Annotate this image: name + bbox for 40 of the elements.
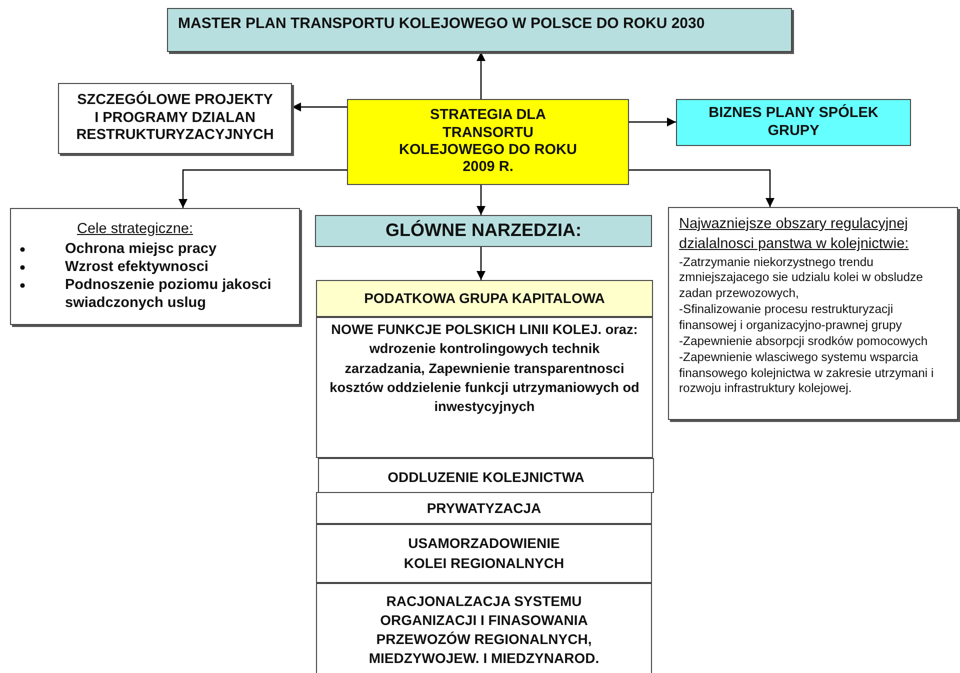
arrow [629, 118, 676, 126]
regulation-item: -Zatrzymanie niekorzystnego trendu zmniejszajacego sie udzialu kolei w obsludze zadan przewozowych, [679, 254, 924, 302]
tool-box [316, 524, 652, 583]
tools-header-box [315, 215, 652, 247]
box-label: NOWE FUNKCJE POLSKICH LINII KOLEJ. oraz: wdrozenie kontrolingowych technik zarzadzania, Zapewnienie transparentnosci kosztów oddzielenie funkcji utrzymaniowych od inwestycyjnych [329, 321, 640, 416]
box-label: PODATKOWA GRUPA KAPITALOWA [364, 290, 605, 307]
box-label: ODDLUZENIE KOLEJNICTWA [388, 469, 584, 486]
goal-text: Ochrona miejsc pracy [65, 240, 217, 258]
tool-box [316, 583, 652, 673]
box-label: SZCZEGÓLOWE PROJEKTY I PROGRAMY DZIALAN RESTRUKTURYZACYJNYCH [76, 92, 274, 145]
regulation-item: -Sfinalizowanie procesu restrukturyzacji finansowej i organizacyjno-prawnej grupy [679, 302, 903, 334]
box-label: PRYWATYZACJA [426, 500, 542, 516]
box-label: GLÓWNE NARZEDZIA: [386, 220, 582, 242]
box-label: USAMORZADOWIENIE KOLEI REGIONALNYCH [402, 534, 566, 572]
box-label: RACJONALZACJA SYSTEMU ORGANIZACJI I FINASOWANIA PRZEWOZÓW REGIONALNYCH, MIEDZYWOJEW. I MIEDZYNAROD. [368, 592, 600, 668]
box-label: BIZNES PLANY SPÓLEK GRUPY [708, 105, 880, 140]
box-label: STRATEGIA DLA TRANSORTU KOLEJOWEGO DO ROKU 2009 R. [398, 107, 578, 177]
arrow [178, 169, 347, 208]
goals-heading: Cele strategiczne: [76, 220, 194, 238]
arrow [292, 102, 347, 112]
tool-box [316, 317, 653, 458]
goal-text: Wzrost efektywnosci [65, 258, 208, 276]
strategy-box [347, 99, 629, 185]
plan-box [167, 8, 792, 52]
tool-box [316, 492, 652, 524]
regulation-item: -Zapewnienie absorpcji srodków pomocowych [679, 334, 929, 350]
box-label: MASTER PLAN TRANSPORTU KOLEJOWEGO W POLSCE DO ROKU 2030 [178, 15, 705, 33]
business-plan-box [676, 99, 911, 146]
tool-box [316, 280, 653, 317]
arrow [629, 169, 774, 207]
regulation-item: -Zapewnienie wlasciwego systemu wsparcia finansowego kolejnictwa w zakresie utrzymani i rozwoju infrastruktury kolejowej. [679, 350, 935, 398]
tool-box [318, 458, 654, 493]
arrow [476, 185, 486, 215]
goals-box [10, 208, 300, 325]
regulation-box [668, 207, 958, 420]
project-box [58, 83, 292, 154]
arrow [476, 247, 486, 280]
regulation-heading: Najwazniejsze obszary regulacyjnej dzialalnosci panstwa w kolejnictwie: [679, 215, 910, 254]
arrow [476, 52, 486, 99]
goal-text: Podnoszenie poziomu jakosci swiadczonych uslug [65, 276, 272, 312]
